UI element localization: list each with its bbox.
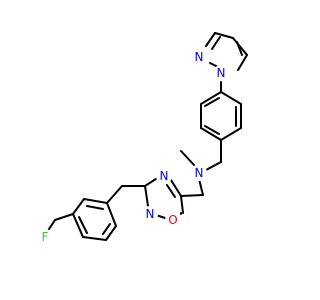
bond [83,198,108,204]
bond [180,150,195,166]
atom-label-n: N [195,50,204,64]
atom-label-o: O [168,213,177,227]
bond [204,97,220,107]
bond [78,216,88,234]
bond [204,125,220,135]
bond [72,213,84,238]
atom-label-n: N [160,169,169,183]
bond [102,223,111,235]
canvas-background [0,0,300,300]
atom-label-n: N [146,207,155,221]
bond [237,54,248,71]
atom-pyrazole-n2: N [213,65,229,81]
bond [232,37,248,56]
bond [200,127,222,141]
atom-pyrazole-n1: N [191,49,207,65]
atom-oxadiazole-n4: N [156,168,172,184]
bond [180,194,204,197]
bond [198,178,204,196]
bond [220,127,242,141]
bond [166,184,176,198]
bond [54,213,74,221]
bonds [46,32,248,241]
atom-label-n: N [195,166,204,180]
bond [170,179,182,197]
bond [236,41,243,56]
bond [144,185,149,207]
bond [211,36,221,50]
bond [214,32,234,39]
atom-oxadiazole-n2: N [142,206,158,222]
atom-amine-n: N [191,165,207,181]
bond [106,202,117,227]
bond [86,205,104,210]
bond [180,195,184,214]
bond [205,161,222,171]
bond [205,32,216,47]
bond [106,185,123,204]
molecule-structure: N N N N N O F [0,0,300,300]
atom-label-f: F [42,230,49,244]
atom-oxadiazole-o: O [165,212,181,228]
bond [200,91,222,105]
atom-label-n: N [217,66,226,80]
bond [220,91,242,105]
bond [72,198,85,215]
atom-fluorine: F [37,229,53,245]
bond [82,236,107,241]
bond [105,225,117,241]
atom-labels: N N N N N O F [37,49,229,245]
